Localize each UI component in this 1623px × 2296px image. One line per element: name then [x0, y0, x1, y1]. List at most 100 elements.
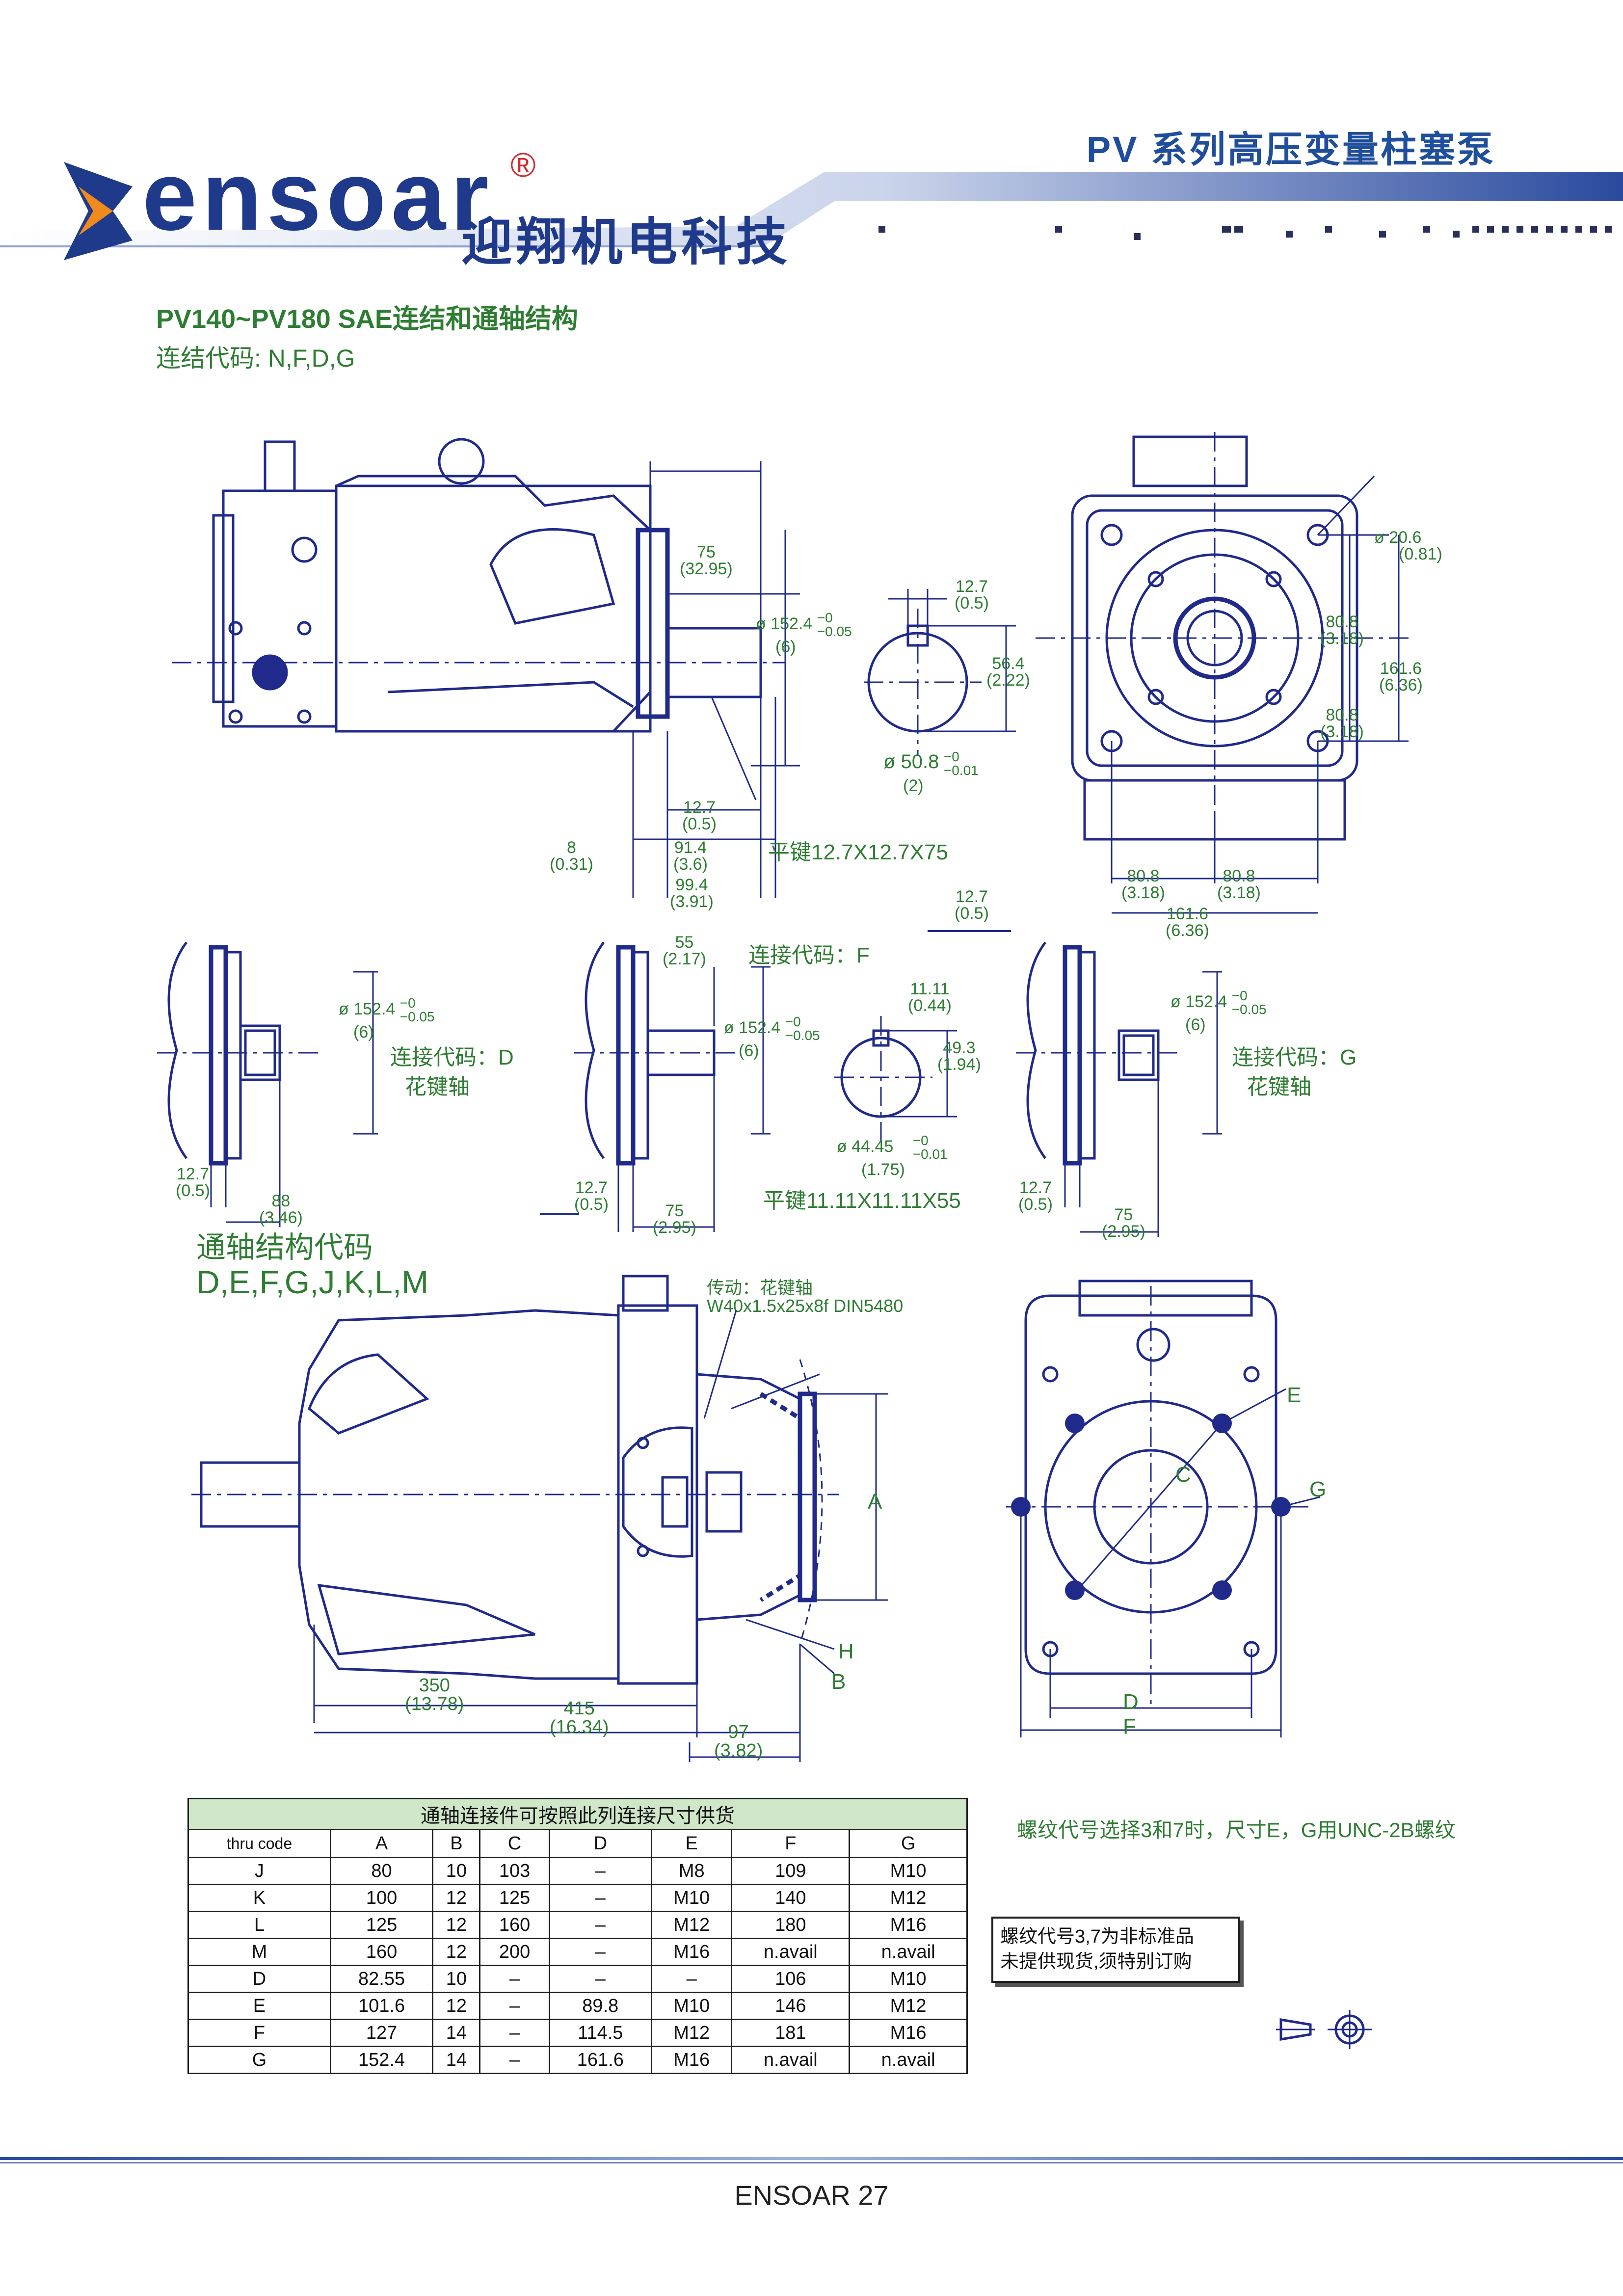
- pump-side-view-drawing: [172, 438, 800, 898]
- brand-logo: ensoar ® 迎翔机电科技: [59, 141, 787, 271]
- dim-g-75: 75(2.95): [1102, 1205, 1145, 1241]
- note-line: 未提供现货,须特别订购: [1000, 1951, 1192, 1973]
- dim-97: 97(3.82): [714, 1722, 763, 1761]
- footer-rule: [0, 2157, 1623, 2163]
- key-spec-label: 平键12.7X12.7X75: [768, 840, 948, 864]
- dim-80-8-lower: 80.8(3.18): [1320, 706, 1364, 741]
- header-swoosh: [0, 172, 1623, 249]
- thread-note: 螺纹代号选择3和7时，尺寸E，G用UNC-2B螺纹: [1017, 1818, 1456, 1842]
- rear-flange: [1024, 1294, 1277, 1675]
- dim-d-152-4: ø 152.4 −0−0.05 (6): [339, 995, 435, 1041]
- registered-mark: ®: [510, 146, 536, 184]
- coupling-g-label: 连接代码：G: [1232, 1045, 1357, 1069]
- dim-f-152-4: ø 152.4 −0−0.05 (6): [724, 1014, 820, 1060]
- table-cell: M10: [849, 1857, 968, 1885]
- col-header: D: [548, 1829, 653, 1858]
- table-cell: M12: [849, 1884, 968, 1912]
- dim-f-11-11: 11.11(0.44): [908, 980, 952, 1015]
- coupling-d-label: 连接代码：D: [390, 1045, 514, 1069]
- dim-12-7-key-width: 12.7(0.5): [955, 577, 989, 613]
- section-title: PV140~PV180 SAE连结和通轴结构: [156, 304, 578, 334]
- thru-shaft-title: 通轴结构代码: [196, 1231, 373, 1264]
- dim-f-12-7: 12.7(0.5): [574, 1178, 609, 1214]
- table-cell: M16: [849, 1911, 968, 1939]
- table-cell: 106: [731, 1965, 851, 1993]
- thru-code-dimension-table: 通轴连接件可按照此列连接尺寸供货 thru code A B C D E F G…: [187, 1798, 968, 2074]
- dim-12-7-offset: 12.7(0.5): [682, 798, 717, 833]
- table-cell: 146: [731, 1992, 851, 2020]
- top-valve: [1132, 435, 1248, 487]
- table-cell: 12: [432, 1938, 481, 1966]
- table-cell: 80: [329, 1857, 434, 1885]
- table-cell: M10: [650, 1884, 733, 1912]
- dim-56-4: 56.4(2.22): [986, 654, 1030, 690]
- dim-a-letter: A: [868, 1490, 882, 1514]
- dim-80-8-right: 80.8(3.18): [1217, 867, 1261, 902]
- table-cell: –: [479, 2019, 550, 2047]
- table-cell: 14: [432, 2046, 481, 2074]
- note-line: 螺纹代号3,7为非标准品: [1000, 1926, 1194, 1947]
- table-cell: 152.4: [329, 2046, 434, 2074]
- col-header: F: [731, 1829, 851, 1858]
- table-cell: M12: [849, 1992, 968, 2020]
- table-cell: 125: [479, 1884, 550, 1912]
- dim-415: 415(16.34): [550, 1698, 609, 1737]
- coupling-d-sublabel: 花键轴: [405, 1075, 470, 1099]
- table-cell: 161.6: [548, 2046, 653, 2074]
- section-subtitle: 连结代码: N,F,D,G: [156, 345, 355, 372]
- dim-91-4: 91.4(3.6): [673, 838, 708, 874]
- table-cell: n.avail: [731, 1938, 851, 1966]
- dim-b-letter: B: [831, 1670, 846, 1694]
- dim-h-letter: H: [838, 1639, 854, 1663]
- table-cell: 125: [329, 1911, 434, 1939]
- dim-f-75: 75(2.95): [653, 1201, 696, 1237]
- table-cell: M16: [849, 2019, 968, 2047]
- dim-75: 75(32.95): [680, 543, 733, 578]
- table-cell: 140: [731, 1884, 851, 1912]
- dash-mark: [540, 1213, 579, 1215]
- col-header: B: [432, 1829, 481, 1858]
- dim-161-6-vertical: 161.6(6.36): [1379, 659, 1423, 694]
- table-cell: E: [187, 1992, 331, 2020]
- table-cell: n.avail: [849, 2046, 968, 2074]
- col-header: E: [650, 1829, 733, 1858]
- table-cell: 103: [479, 1857, 550, 1885]
- page-footer: ENSOAR 27: [734, 2180, 889, 2211]
- table-cell: M8: [650, 1857, 733, 1885]
- col-header: thru code: [187, 1829, 331, 1858]
- table-cell: 12: [432, 1911, 481, 1939]
- dim-d-12-7: 12.7(0.5): [176, 1165, 210, 1200]
- dim-f-letter: F: [1123, 1714, 1136, 1738]
- port-hole: [253, 656, 287, 689]
- dim-f-44-45: ø 44.45 −0−0.01 (1.75): [837, 1133, 948, 1179]
- non-standard-note-box: 螺纹代号3,7为非标准品 未提供现货,须特别订购: [991, 1917, 1240, 1983]
- dim-g-152-4: ø 152.4 −0−0.05 (6): [1171, 988, 1267, 1034]
- document-title: PV 系列高压变量柱塞泵: [1086, 129, 1495, 170]
- dim-50-8: ø 50.8 −0−0.01 (2): [883, 749, 979, 795]
- brand-wordmark: ensoar: [142, 141, 494, 251]
- table-cell: –: [548, 1938, 653, 1966]
- table-cell: –: [479, 1992, 550, 2020]
- dim-g-12-7: 12.7(0.5): [1018, 1178, 1053, 1214]
- table-cell: M10: [849, 1965, 968, 1993]
- table-cell: n.avail: [849, 1938, 968, 1966]
- dim-161-6-horizontal: 161.6(6.36): [1166, 905, 1209, 940]
- page-header: PV 系列高压变量柱塞泵 ensoar ® 迎翔机电科技: [0, 0, 1623, 275]
- dim-350: 350(13.78): [405, 1675, 464, 1714]
- dim-99-4: 99.4(3.91): [670, 876, 714, 911]
- table-cell: –: [548, 1911, 653, 1939]
- table-cell: –: [548, 1965, 653, 1993]
- col-header: A: [329, 1829, 434, 1858]
- col-header: C: [479, 1829, 550, 1858]
- table-cell: M10: [650, 1992, 733, 2020]
- coupling-f-drawing: [574, 941, 771, 1232]
- dim-80-8-upper: 80.8(3.18): [1320, 613, 1364, 648]
- table-cell: 100: [329, 1884, 434, 1912]
- thru-shaft-codes: D,E,F,G,J,K,L,M: [196, 1264, 429, 1300]
- table-cell: M16: [650, 1938, 733, 1966]
- coupling-g-sublabel: 花键轴: [1247, 1075, 1311, 1099]
- shaft-stub: [200, 1461, 301, 1528]
